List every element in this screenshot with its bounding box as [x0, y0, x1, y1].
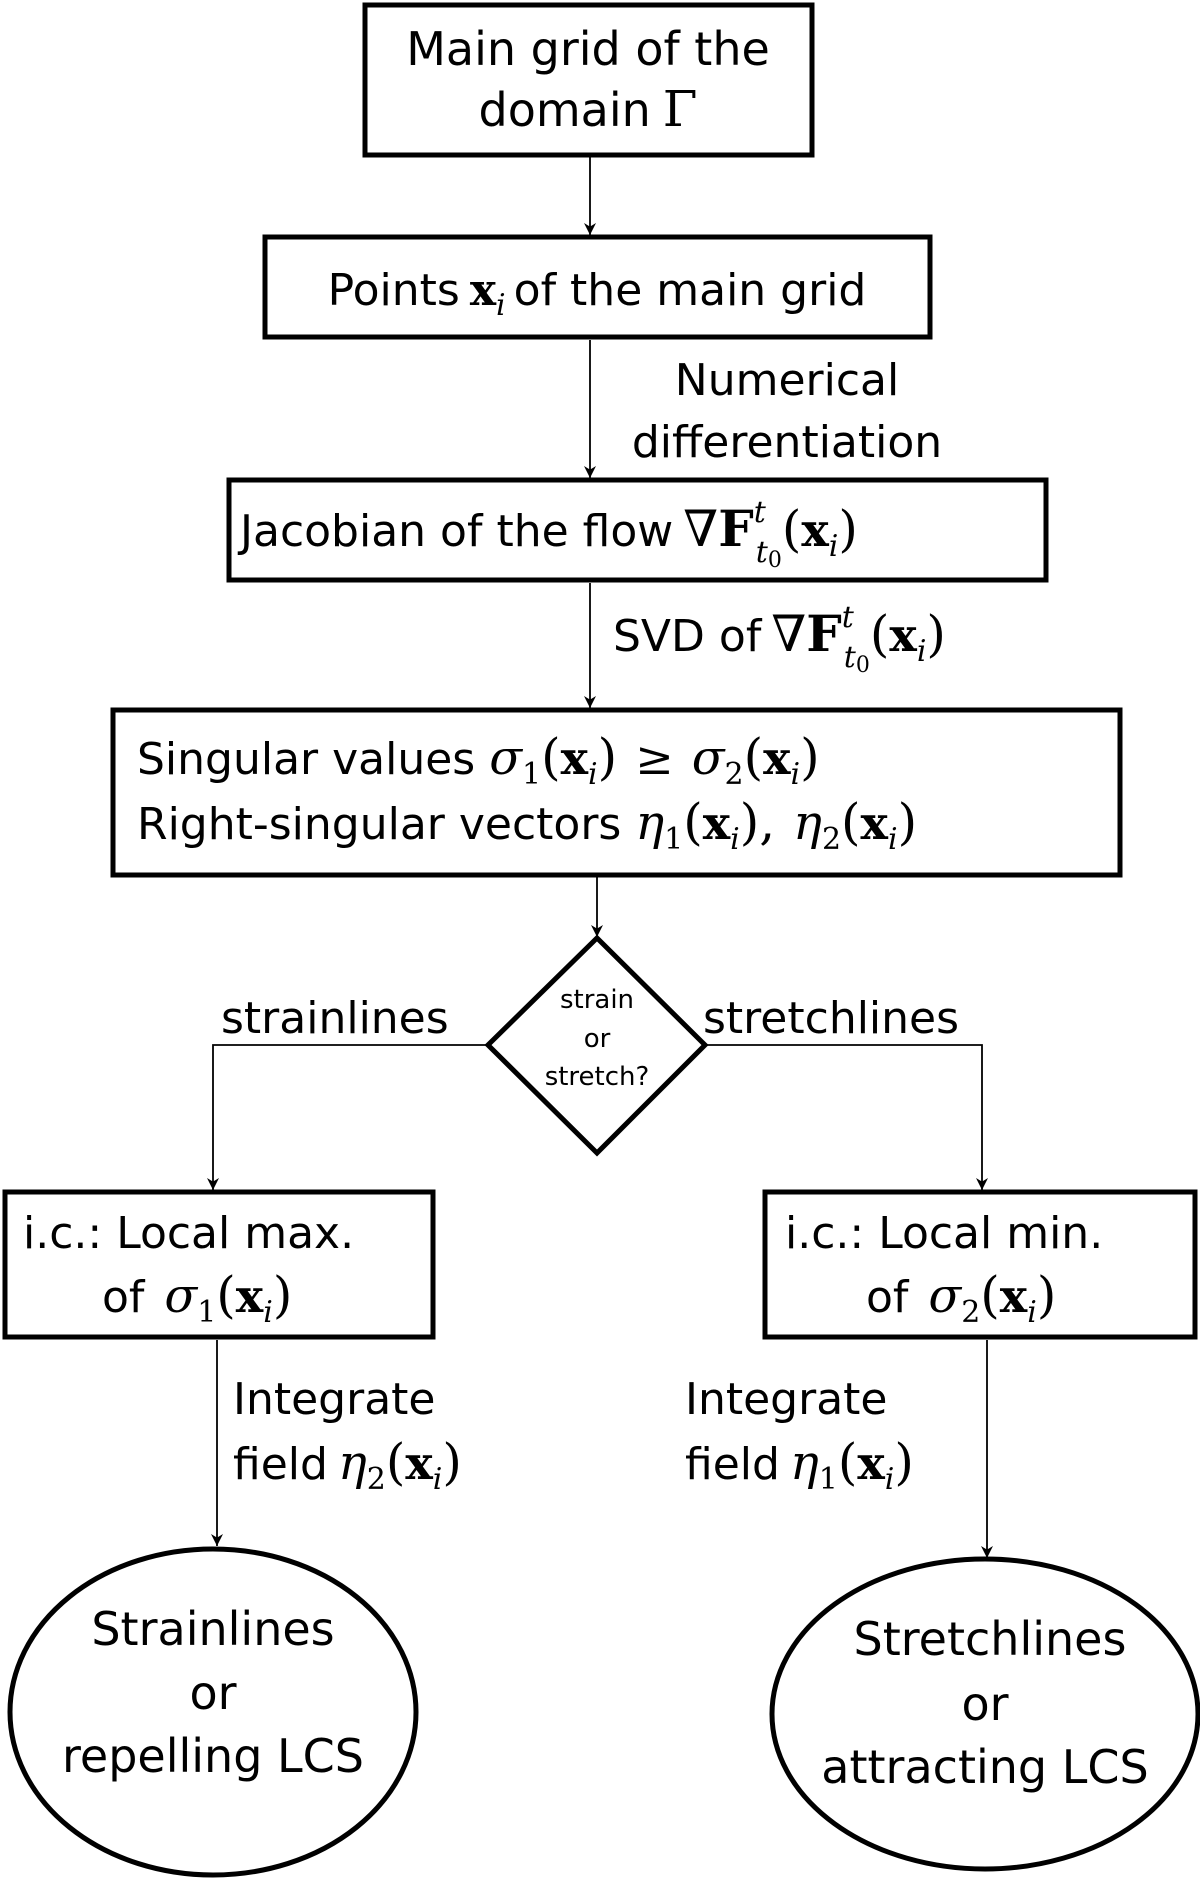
stretchlines-result-line3: attracting LCS [821, 1740, 1148, 1794]
stretchlines-result-line2: or [961, 1677, 1008, 1731]
edge-label-strainlines: strainlines [221, 993, 449, 1044]
edge-label-integrate-right-line1: Integrate [685, 1374, 888, 1425]
strainlines-result-line3: repelling LCS [62, 1729, 364, 1783]
gamma-symbol: Γ [663, 80, 698, 138]
edge-label-integrate-left-line1: Integrate [233, 1374, 436, 1425]
arrow-decision-to-local-min [705, 1044, 988, 1190]
edge-label-stretchlines: stretchlines [703, 993, 959, 1044]
strainlines-result-line2: or [189, 1666, 236, 1720]
node-stretchlines-result: Stretchlines or attracting LCS [769, 1556, 1200, 1872]
decision-line1: strain [560, 985, 634, 1015]
edge-label-numerical-line2: differentiation [632, 417, 942, 468]
edge-label-numerical-line1: Numerical [675, 355, 899, 406]
node-strainlines-result: Strainlines or repelling LCS [7, 1546, 419, 1878]
main-grid-line1: Main grid of the [406, 22, 770, 76]
node-decision: strain or stretch? [484, 934, 709, 1157]
stretchlines-result-line1: Stretchlines [854, 1612, 1127, 1666]
arrow-decision-to-local-max [207, 1044, 488, 1190]
decision-line2: or [584, 1024, 611, 1054]
local-max-line1: i.c.: Local max. [23, 1208, 354, 1259]
local-min-line1: i.c.: Local min. [785, 1208, 1103, 1259]
strainlines-result-line1: Strainlines [91, 1602, 334, 1656]
decision-line3: stretch? [545, 1062, 650, 1092]
